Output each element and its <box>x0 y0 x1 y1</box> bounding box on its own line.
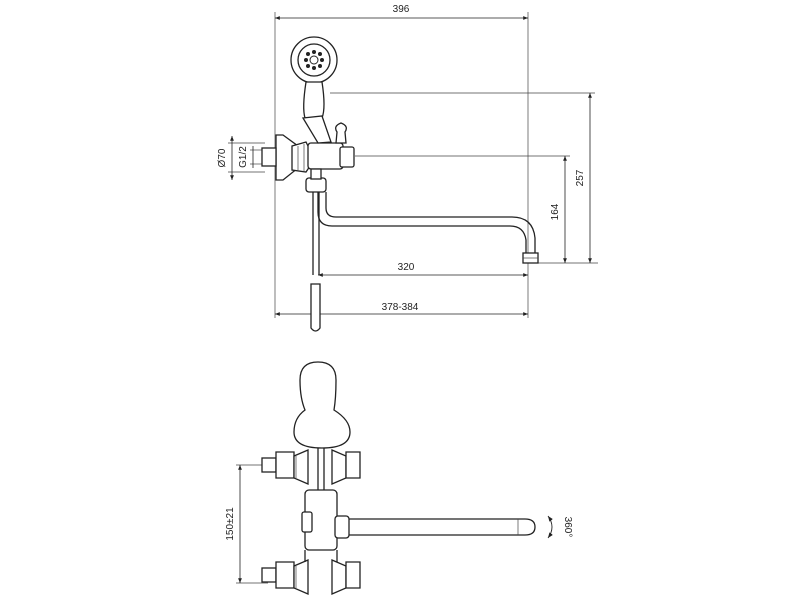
lower-inlet <box>261 550 361 595</box>
hex-nut <box>291 141 311 173</box>
dim-centers: 150±21 <box>225 507 236 541</box>
dim-thread: G1/2 <box>238 146 249 168</box>
diverter-knob <box>305 177 327 193</box>
bath-spout <box>317 192 527 254</box>
dim-height-total: 257 <box>575 169 586 186</box>
rotation-label: 360° <box>562 517 573 538</box>
hose-end <box>310 283 321 332</box>
dim-spout-reach: 320 <box>398 262 415 273</box>
rotation-arrow <box>547 515 553 539</box>
dim-wall-distance: 378-384 <box>382 302 419 313</box>
front-elevation-view: 150±21 360° <box>225 361 573 595</box>
dim-overall-width: 396 <box>393 4 410 15</box>
bath-spout-front <box>349 518 536 536</box>
mixer-body <box>307 142 344 170</box>
upper-inlet <box>261 449 361 485</box>
hand-shower <box>290 36 338 144</box>
dim-diameter: Ø70 <box>217 148 228 167</box>
spout-swivel <box>334 515 350 539</box>
inlet-connector <box>261 147 277 167</box>
dim-height-spout: 164 <box>550 203 561 220</box>
cartridge-housing <box>339 146 355 168</box>
side-elevation-view: 396 257 164 320 378-384 Ø70 G1/2 <box>217 4 598 332</box>
hand-shower-front <box>293 361 351 449</box>
lever-handle <box>335 122 347 144</box>
